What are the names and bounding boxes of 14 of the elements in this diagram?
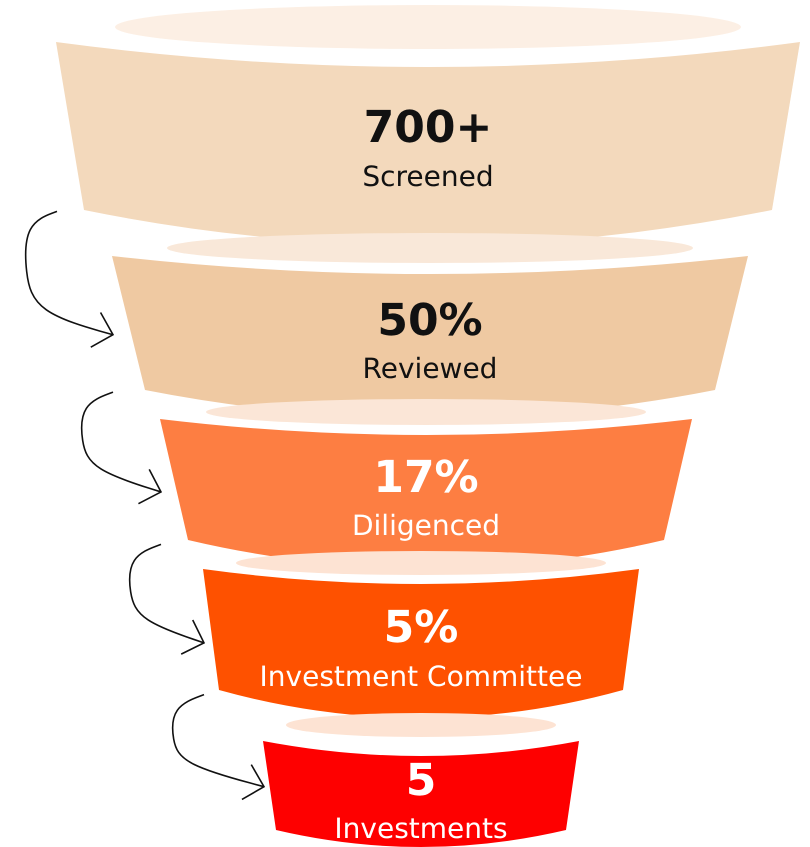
stage-label: Diligenced	[352, 512, 500, 540]
stage-value: 5%	[384, 606, 458, 650]
stage-label: Investments	[334, 814, 508, 843]
stage-value: 17%	[373, 456, 479, 500]
stage-label: Reviewed	[362, 354, 498, 383]
stage-label: Investment Committee	[260, 662, 582, 691]
curved-arrow	[172, 694, 265, 800]
curved-arrow	[128, 544, 205, 655]
stage-value: 50%	[377, 298, 483, 343]
stage-value: 700+	[364, 106, 492, 150]
curved-arrow	[80, 391, 162, 505]
curved-arrow	[24, 210, 114, 348]
stage-value: 5	[406, 758, 436, 803]
stage-label: Screened	[362, 162, 494, 191]
